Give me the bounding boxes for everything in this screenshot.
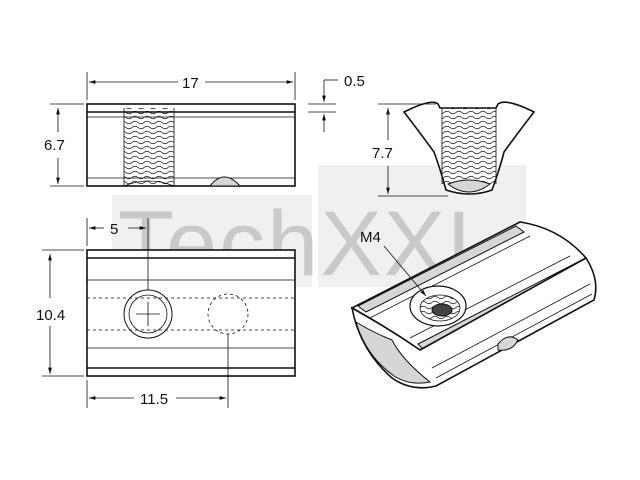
- plan-view: [86, 249, 296, 377]
- thread-callout: M4: [360, 229, 427, 297]
- dim-lip: 0.5: [308, 73, 365, 132]
- dim-plan-height-label: 10.4: [36, 307, 65, 324]
- dim-side-height-label: 6.7: [44, 137, 65, 154]
- dim-hole-spacing: 11.5: [86, 334, 229, 408]
- dim-side-height: 6.7: [44, 103, 84, 187]
- side-view: [86, 103, 296, 187]
- dim-front-height: 7.7: [372, 103, 448, 197]
- dim-lip-label: 0.5: [344, 73, 365, 90]
- threaded-bore: [124, 108, 174, 186]
- dim-top-width-label: 17: [182, 75, 199, 92]
- spring-ball: [208, 176, 242, 187]
- dim-offset-hole-label: 5: [110, 221, 118, 238]
- dim-front-height-label: 7.7: [372, 145, 393, 162]
- dim-hole-spacing-label: 11.5: [140, 391, 168, 408]
- dim-offset-hole: 5: [86, 218, 149, 290]
- dim-top-width: 17: [86, 72, 296, 100]
- thread-callout-label: M4: [360, 229, 381, 246]
- isometric-view: [350, 221, 597, 389]
- front-view: [402, 101, 536, 195]
- dim-plan-height: 10.4: [36, 249, 84, 377]
- front-threaded-bore: [442, 108, 496, 184]
